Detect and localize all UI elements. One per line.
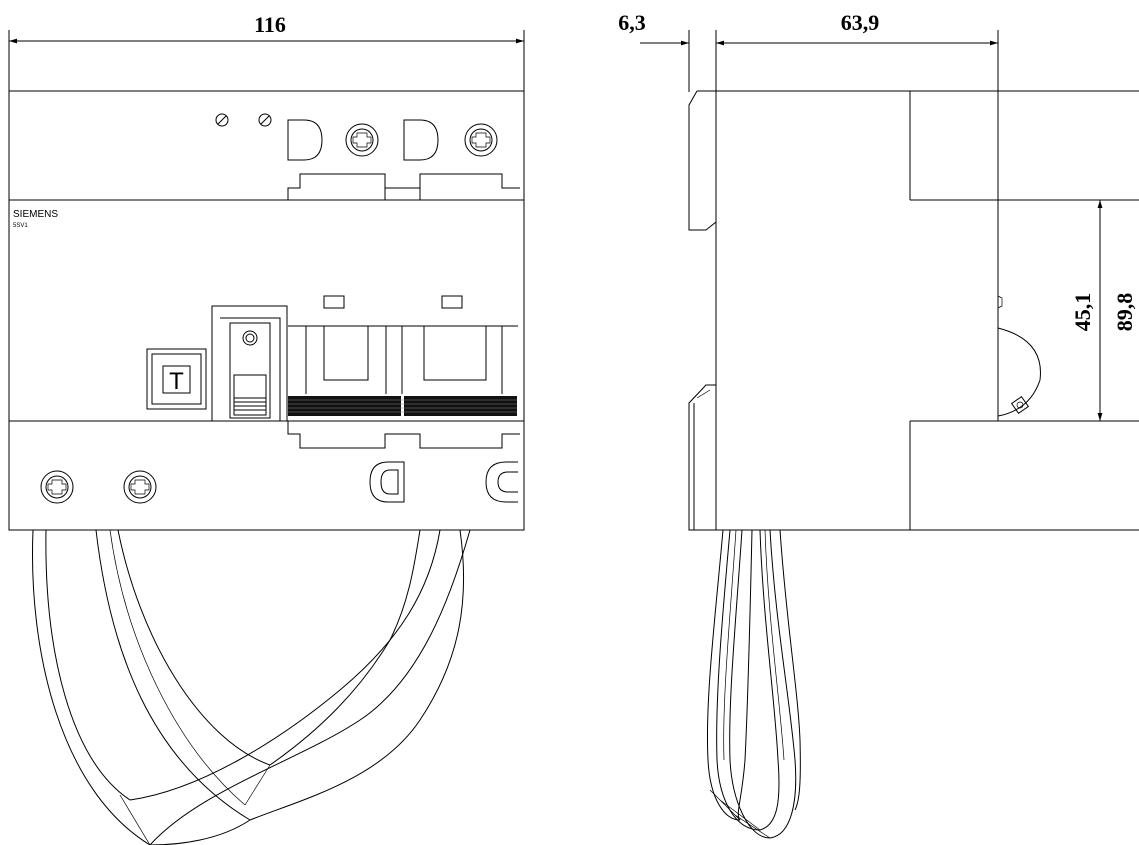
test-button-label: T [169,368,184,395]
test-button: T [146,348,207,410]
front-body-outline [8,90,525,531]
dim-label-89-8: 89,8 [1112,293,1137,332]
small-screw-icon [215,113,272,127]
top-terminals [287,119,520,200]
bottom-screw-icon [40,470,157,504]
dimension-side-right: 45,1 89,8 [998,199,1139,422]
dim-label-45-1: 45,1 [1070,293,1095,332]
toggle-lever [211,305,288,422]
bottom-terminals [369,461,518,503]
cable-loop [32,529,471,845]
dimension-side-top: 6,3 63,9 [618,10,999,92]
dim-label-6-3: 6,3 [618,10,646,35]
brand-label: SIEMENS [13,209,58,220]
dim-label-63-9: 63,9 [841,10,880,35]
model-label: 5SV1 [13,223,28,229]
side-view: 6,3 63,9 45,1 89, [618,10,1139,839]
front-view: 116 SIEMENS 5SV1 [8,12,525,845]
side-cables [706,529,801,839]
dim-label-116: 116 [254,12,286,37]
dimension-front-width: 116 [8,12,525,92]
switch-cover [288,295,518,416]
